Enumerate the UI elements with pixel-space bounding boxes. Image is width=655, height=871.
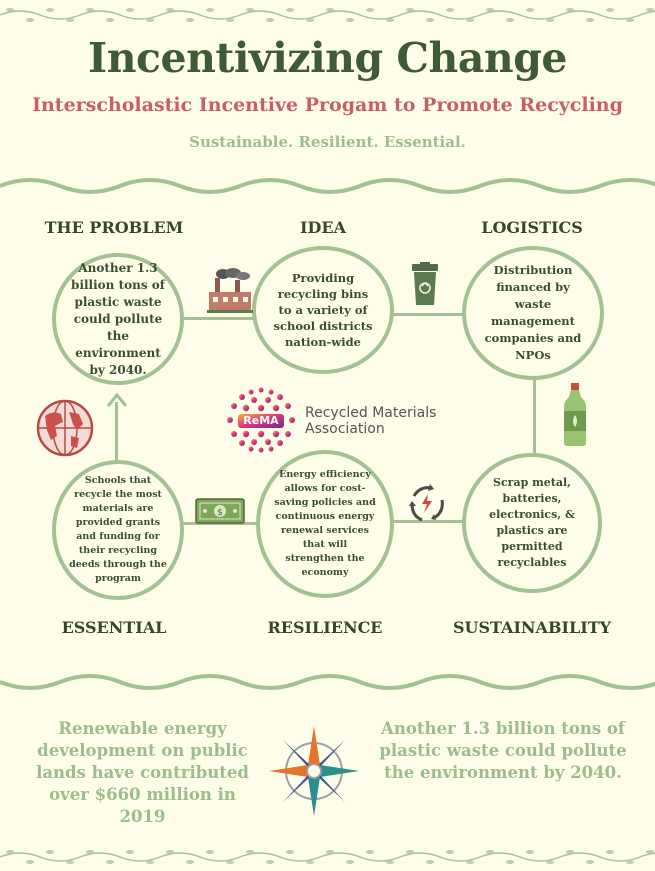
rema-name-line1: Recycled Materials [305,405,437,421]
connector-problem-idea [180,317,260,320]
circle-resilience-text: Energy efficiency allows for cost-saving… [274,469,376,578]
compass-rose-icon [269,726,359,816]
recycle-energy-icon [409,484,444,522]
circle-logistics-text: Distribution financed by waste managemen… [484,263,582,362]
heading-sustainability: SUSTAINABILITY [452,618,612,637]
top-wave-divider [0,178,655,194]
bottom-wave-divider [0,674,655,690]
factory-icon [207,268,253,313]
svg-text:$: $ [217,508,223,518]
connector-idea-logistics [390,313,470,316]
circle-the-problem: Another 1.3 billion tons of plastic wast… [52,253,184,385]
plastic-bottle-icon [564,383,586,446]
bottom-vine-border [0,850,655,864]
heading-the-problem: THE PROBLEM [44,218,184,237]
arrow-up-icon [106,392,128,407]
heading-idea: IDEA [300,218,346,237]
bottom-right-stat: Another 1.3 billion tons of plastic wast… [379,719,627,782]
connector-essential-problem [115,402,118,462]
circle-idea-text: Providing recycling bins to a variety of… [273,271,373,349]
bottom-left-stat: Renewable energy development on public l… [36,719,249,826]
circle-essential-text: Schools that recycle the most materials … [69,475,167,584]
circle-sustainability-text: Scrap metal, batteries, electronics, & p… [489,476,575,569]
connector-sustainability-resilience [386,520,466,523]
circle-essential: Schools that recycle the most materials … [52,460,184,600]
page-title: Incentivizing Change [88,34,567,82]
circle-sustainability: Scrap metal, batteries, electronics, & p… [462,453,602,593]
connector-logistics-sustainability [533,378,536,456]
top-vine-border [0,8,655,22]
tagline: Sustainable. Resilient. Essential. [189,133,466,151]
heading-resilience: RESILIENCE [267,618,383,637]
globe-icon [36,399,94,457]
page-subtitle: Interscholastic Incentive Progam to Prom… [32,94,623,116]
circle-logistics: Distribution financed by waste managemen… [462,246,604,380]
circle-idea: Providing recycling bins to a variety of… [252,246,394,374]
circle-resilience: Energy efficiency allows for cost-saving… [256,450,394,598]
trash-bin-icon [412,262,438,305]
circle-problem-text: Another 1.3 billion tons of plastic wast… [71,260,165,377]
rema-name-line2: Association [305,421,385,437]
heading-essential: ESSENTIAL [61,618,167,637]
rema-logo-mark [227,387,295,453]
heading-logistics: LOGISTICS [481,218,583,237]
rema-logo-text: ReMA [243,414,279,427]
rema-name: Recycled Materials Association [305,405,455,437]
money-bill-icon: $ [195,498,245,524]
